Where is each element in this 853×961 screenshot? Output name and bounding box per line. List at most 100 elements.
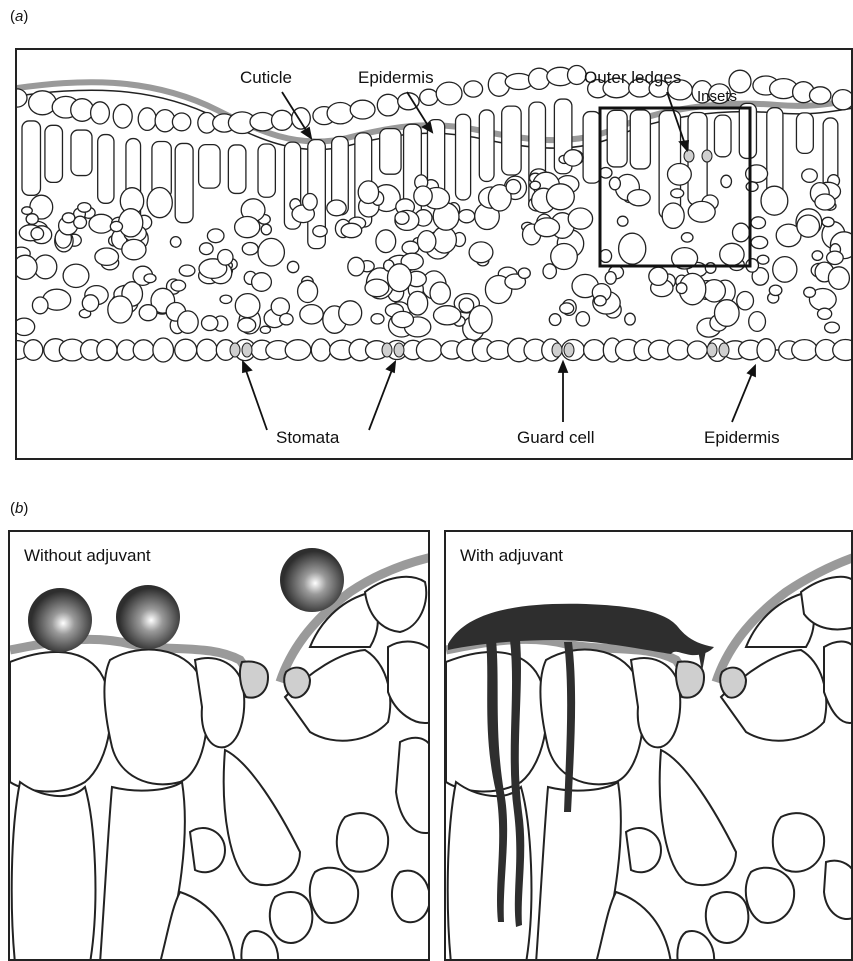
spongy-cell bbox=[339, 301, 362, 325]
spongy-cell bbox=[605, 272, 616, 285]
palisade-cell bbox=[767, 108, 783, 200]
epidermal-cell bbox=[197, 339, 217, 361]
epidermal-cell bbox=[29, 91, 57, 115]
spongy-cell bbox=[414, 186, 432, 206]
spongy-cell bbox=[681, 233, 693, 242]
spongy-cell bbox=[469, 306, 492, 334]
spongy-cell bbox=[17, 255, 37, 279]
epidermal-cell bbox=[436, 82, 462, 105]
spongy-cell bbox=[300, 305, 323, 324]
spongy-cell bbox=[751, 236, 768, 248]
epidermal-cell bbox=[833, 340, 853, 361]
spongy-cell bbox=[506, 180, 521, 194]
spongy-cell bbox=[119, 209, 143, 237]
with-adjuvant-title: With adjuvant bbox=[460, 546, 563, 566]
spongy-cell bbox=[348, 257, 365, 276]
spongy-cell bbox=[733, 223, 750, 242]
palisade-cell bbox=[630, 110, 650, 169]
spongy-cell bbox=[822, 217, 834, 226]
cell bbox=[241, 931, 278, 961]
spongy-cell bbox=[797, 215, 820, 237]
with-adjuvant-panel: With adjuvant bbox=[444, 530, 853, 961]
spongy-cell bbox=[818, 308, 832, 319]
spongy-cell bbox=[773, 257, 797, 283]
spongy-cell bbox=[649, 267, 668, 285]
spongy-cell bbox=[313, 226, 327, 237]
epidermal-cell bbox=[687, 341, 707, 359]
spongy-cell bbox=[242, 243, 258, 255]
epidermal-cell bbox=[71, 99, 94, 122]
leaf-cross-section-frame bbox=[15, 48, 853, 460]
spongy-cell bbox=[430, 282, 450, 304]
spongy-cell bbox=[827, 251, 844, 264]
droplet bbox=[280, 548, 344, 612]
spongy-cell bbox=[688, 201, 715, 222]
spongy-cell bbox=[625, 313, 636, 325]
spongy-cell bbox=[600, 250, 612, 263]
spongy-cell bbox=[139, 305, 157, 321]
spongy-cell bbox=[238, 318, 256, 332]
epidermal-cell bbox=[832, 90, 853, 110]
mesophyll-cells bbox=[17, 66, 853, 363]
panel-a-label: (a) bbox=[10, 8, 28, 25]
spongy-cell bbox=[757, 255, 769, 264]
cell bbox=[190, 828, 225, 872]
cell bbox=[337, 813, 388, 872]
epidermal-cell bbox=[584, 340, 605, 361]
palisade-cell bbox=[796, 113, 813, 153]
spongy-cell bbox=[828, 267, 849, 290]
epidermal-cell bbox=[175, 339, 197, 361]
spongy-cell bbox=[371, 314, 384, 324]
spongy-cell bbox=[179, 265, 195, 276]
epidermal-cell bbox=[285, 340, 311, 361]
cuticle-label: Cuticle bbox=[240, 68, 292, 88]
panel-b-label: (b) bbox=[10, 500, 28, 517]
spongy-cell bbox=[547, 184, 575, 210]
epidermal-cell bbox=[97, 339, 117, 360]
spongy-cell bbox=[82, 295, 98, 312]
epidermal-cell bbox=[153, 338, 174, 362]
guard-cells-right bbox=[676, 662, 746, 698]
with-adjuvant-drawing bbox=[446, 532, 853, 961]
spongy-cell bbox=[280, 314, 293, 325]
epidermis-top-label: Epidermis bbox=[358, 68, 434, 88]
spongy-cell bbox=[108, 296, 133, 323]
epidermal-cell bbox=[311, 339, 330, 361]
spongy-cell bbox=[737, 292, 754, 310]
spongy-cell bbox=[749, 312, 766, 332]
palisade-cell bbox=[175, 143, 193, 222]
guard-cell-label: Guard cell bbox=[517, 428, 594, 448]
droplet bbox=[116, 585, 180, 649]
epidermal-cell bbox=[327, 103, 353, 124]
spongy-cell bbox=[720, 243, 744, 265]
spongy-cell bbox=[31, 228, 44, 240]
epidermal-cell bbox=[757, 339, 775, 362]
spongy-cell bbox=[568, 208, 592, 229]
epidermal-cell bbox=[792, 340, 818, 361]
palisade-cell bbox=[71, 130, 92, 175]
cell bbox=[10, 652, 111, 792]
spongy-cell bbox=[802, 169, 818, 182]
stomata-label: Stomata bbox=[276, 428, 339, 448]
spongy-cell bbox=[627, 190, 650, 206]
spongy-cell bbox=[564, 150, 583, 166]
spongy-cell bbox=[769, 285, 782, 295]
spongy-cell bbox=[609, 177, 620, 190]
spongy-cell bbox=[551, 244, 578, 270]
spongy-cell bbox=[534, 218, 559, 237]
spongy-cell bbox=[761, 186, 788, 215]
spongy-cell bbox=[63, 264, 89, 287]
spongy-cell bbox=[202, 316, 218, 331]
spongy-cell bbox=[594, 296, 606, 306]
spongy-cell bbox=[298, 280, 318, 302]
spongy-cell bbox=[668, 164, 692, 186]
spongy-cell bbox=[376, 230, 396, 253]
spongy-cell bbox=[235, 294, 260, 318]
spongy-cell bbox=[26, 214, 38, 225]
palisade-cell bbox=[583, 112, 601, 184]
spongy-cell bbox=[617, 216, 628, 226]
epidermal-cell bbox=[91, 102, 110, 124]
cell bbox=[224, 750, 300, 885]
spongy-cell bbox=[178, 311, 199, 333]
spongy-cell bbox=[469, 242, 493, 263]
